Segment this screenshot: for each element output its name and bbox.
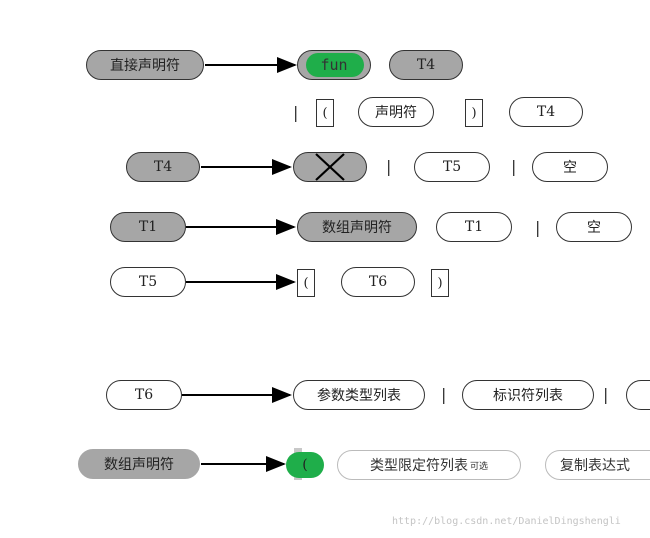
node-fun: fun — [297, 50, 371, 80]
node-green-lparen: ( — [286, 448, 324, 480]
node-crossed — [293, 152, 367, 182]
separator-row6-a: | — [441, 385, 447, 404]
separator-row3-b: | — [511, 157, 517, 176]
optional-label: 可选 — [469, 461, 488, 472]
node-array-declarator-row7: 数组声明符 — [78, 449, 200, 479]
node-t4-row1: T4 — [389, 50, 463, 80]
node-t5-row3: T5 — [414, 152, 490, 182]
node-rparen-row2: ) — [465, 99, 483, 127]
cross-icon — [315, 153, 345, 181]
separator-row4: | — [535, 218, 541, 237]
node-t6-row6: T6 — [106, 380, 182, 410]
node-t1-row4-right: T1 — [436, 212, 512, 242]
node-t5-row5: T5 — [110, 267, 186, 297]
node-lparen-row2: ( — [316, 99, 334, 127]
node-truncated-row6 — [626, 380, 650, 410]
fun-highlight — [306, 53, 364, 77]
node-t4-row3: T4 — [126, 152, 200, 182]
watermark: http://blog.csdn.net/DanielDingshengli — [392, 516, 621, 527]
node-t6-row5: T6 — [341, 267, 415, 297]
node-rparen-row5: ) — [431, 269, 449, 297]
node-type-qualifier-list: 类型限定符列表 可选 — [337, 450, 521, 480]
node-identifier-list: 标识符列表 — [462, 380, 594, 410]
type-qualifier-list-label: 类型限定符列表 — [369, 458, 468, 474]
node-assignment-expression: 复制表达式 — [545, 450, 650, 480]
node-array-declarator-row4: 数组声明符 — [297, 212, 417, 242]
separator-row3-a: | — [386, 157, 392, 176]
separator-row6-b: | — [603, 385, 609, 404]
node-declarator: 声明符 — [358, 97, 434, 127]
node-t1-row4: T1 — [110, 212, 186, 242]
green-lparen-label: ( — [302, 457, 308, 473]
fun-label: fun — [320, 56, 348, 74]
node-direct-declarator: 直接声明符 — [86, 50, 204, 80]
assignment-expression-label: 复制表达式 — [560, 458, 630, 474]
node-lparen-row5: ( — [297, 269, 315, 297]
node-t4-row2: T4 — [509, 97, 583, 127]
node-empty-row3: 空 — [532, 152, 608, 182]
separator-row2-a: | — [293, 103, 299, 122]
node-empty-row4: 空 — [556, 212, 632, 242]
node-param-type-list: 参数类型列表 — [293, 380, 425, 410]
